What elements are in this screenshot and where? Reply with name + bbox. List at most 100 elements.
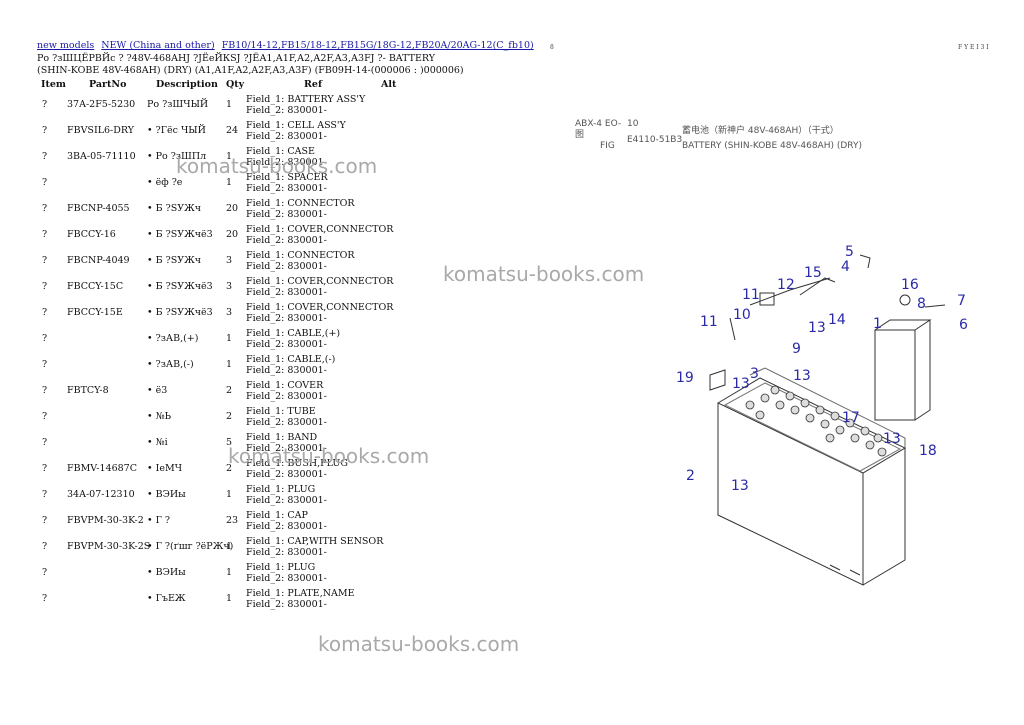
description-cell: • Б ?SУЖчё3 — [147, 281, 213, 292]
item-cell: ? — [42, 489, 48, 500]
description-cell: • ?зАВ,(-) — [147, 359, 194, 370]
diagram-code-left: ABX-4 EO- — [575, 119, 621, 129]
description-cell: • ВЭИы — [147, 489, 186, 500]
callout-1: 1 — [873, 316, 882, 332]
field1-text: Field_1: CABLE,(+) — [246, 328, 341, 339]
description-cell: • Б ?SУЖчё3 — [147, 307, 213, 318]
field1-text: Field_1: PLATE,NAME — [246, 588, 355, 599]
callout-13b: 13 — [732, 376, 750, 392]
item-cell: ? — [42, 333, 48, 344]
callout-5: 5 — [845, 244, 854, 260]
field1-text: Field_1: PLUG — [246, 562, 316, 573]
description-cell: • ?зАВ,(+) — [147, 333, 199, 344]
breadcrumb-link-model[interactable]: FB10/14-12,FB15/18-12,FB15G/18G-12,FB20A… — [221, 40, 534, 51]
item-cell: ? — [42, 593, 48, 604]
description-cell: • №і — [147, 437, 168, 448]
breadcrumb: new models NEW (China and other) FB10/14… — [37, 40, 538, 51]
description-cell: • ІеМЧ — [147, 463, 183, 474]
field1-text: Field_1: CONNECTOR — [246, 198, 355, 209]
qty-cell: 1 — [226, 593, 233, 604]
field2-text: Field_2: 830001- — [246, 573, 327, 584]
callout-16: 16 — [901, 277, 919, 293]
field2-text: Field_2: 830001- — [246, 339, 327, 350]
item-cell: ? — [42, 515, 48, 526]
item-cell: ? — [42, 359, 48, 370]
field2-text: Field_2: 830001- — [246, 131, 327, 142]
parts-diagram: ABX-4 EO- 10 图 FIG E4110-51B3 蓄电池（新神户 48… — [560, 100, 1010, 660]
description-cell: • Б ?SУЖч — [147, 255, 202, 266]
partno-cell: 37A-2F5-5230 — [67, 99, 136, 110]
description-cell: • ёф ?е — [147, 177, 183, 188]
partno-cell: FBVPM-30-3K-2 — [67, 515, 144, 526]
qty-cell: 1 — [226, 541, 233, 552]
header-partno: PartNo — [89, 79, 127, 90]
field1-text: Field_1: TUBE — [246, 406, 316, 417]
field1-text: Field_1: CAP — [246, 510, 308, 521]
callout-13c: 13 — [793, 368, 811, 384]
item-cell: ? — [42, 541, 48, 552]
page-title: Ро ?зШЦЁРВЙс ? ?48V-468AHJ ?JЁеЙКSJ ?JЁА… — [37, 53, 464, 76]
watermark-2: komatsu-books.com — [443, 262, 645, 286]
diagram-caption: BATTERY (SHIN-KOBE 48V-468AH) (DRY) — [682, 141, 862, 151]
watermark-4: komatsu-books.com — [318, 632, 520, 656]
page-mark-center: 8 — [550, 44, 554, 51]
watermark-1: komatsu-books.com — [176, 154, 378, 178]
description-cell: • ?Гёс ЧЫЙ — [147, 125, 206, 136]
field2-text: Field_2: 830001- — [246, 209, 327, 220]
breadcrumb-link-new-models[interactable]: new models — [37, 40, 95, 51]
header-description: Description — [156, 79, 218, 90]
item-cell: ? — [42, 99, 48, 110]
partno-cell: FBTCY-8 — [67, 385, 109, 396]
callout-8: 8 — [917, 296, 926, 312]
item-cell: ? — [42, 151, 48, 162]
partno-cell: FBCCY-15C — [67, 281, 124, 292]
field2-text: Field_2: 830001- — [246, 157, 327, 168]
field2-text: Field_2: 830001- — [246, 183, 327, 194]
callout-13d: 13 — [883, 431, 901, 447]
item-cell: ? — [42, 307, 48, 318]
qty-cell: 1 — [226, 99, 233, 110]
callout-10: 10 — [733, 307, 751, 323]
ref-cell: Field_1: CABLE,(-)Field_2: 830001- — [246, 354, 335, 376]
breadcrumb-link-new-china[interactable]: NEW (China and other) — [101, 40, 215, 51]
partno-cell: FBCNP-4055 — [67, 203, 130, 214]
field2-text: Field_2: 830001- — [246, 417, 327, 428]
callout-6: 6 — [959, 317, 968, 333]
qty-cell: 24 — [226, 125, 239, 136]
field2-text: Field_2: 830001- — [246, 391, 327, 402]
item-cell: ? — [42, 125, 48, 136]
qty-cell: 20 — [226, 203, 239, 214]
watermark-3: komatsu-books.com — [228, 444, 430, 468]
qty-cell: 1 — [226, 489, 233, 500]
partno-cell: 3BA-05-71110 — [67, 151, 136, 162]
field1-text: Field_1: BATTERY ASS'Y — [246, 94, 366, 105]
partno-cell: FBCCY-15E — [67, 307, 123, 318]
qty-cell: 1 — [226, 359, 233, 370]
callout-19: 19 — [676, 370, 694, 386]
description-cell: • Г ? — [147, 515, 171, 526]
item-cell: ? — [42, 229, 48, 240]
description-cell: • Б ?SУЖчё3 — [147, 229, 213, 240]
field2-text: Field_2: 830001- — [246, 521, 327, 532]
field1-text: Field_1: COVER,CONNECTOR — [246, 224, 394, 235]
field1-text: Field_1: BAND — [246, 432, 318, 443]
table-row: ? • ?зАВ,(-) 1 Field_1: CABLE,(-)Field_2: 8… — [0, 354, 560, 381]
diagram-cjk-glyph: 图 — [575, 129, 584, 140]
field1-text: Field_1: CAP,WITH SENSOR — [246, 536, 384, 547]
